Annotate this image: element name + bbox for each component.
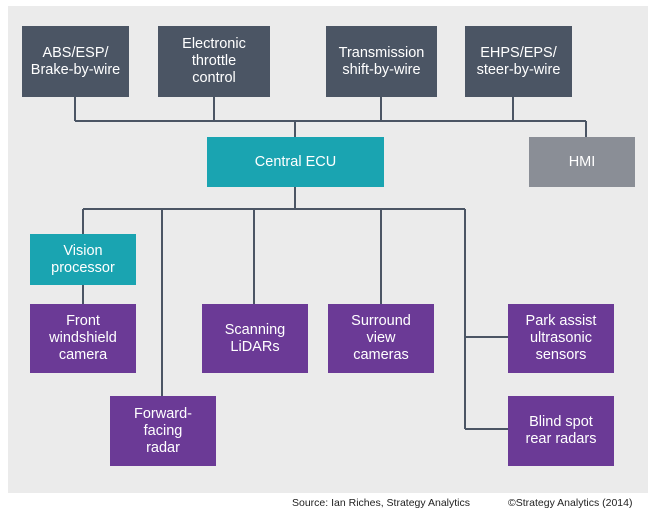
node-forward-radar: Forward- facing radar bbox=[110, 396, 216, 466]
node-transmission: Transmission shift-by-wire bbox=[326, 26, 437, 97]
node-blind-spot: Blind spot rear radars bbox=[508, 396, 614, 466]
copyright-notice: ©Strategy Analytics (2014) bbox=[508, 497, 633, 509]
node-throttle: Electronic throttle control bbox=[158, 26, 270, 97]
node-abs: ABS/ESP/ Brake-by-wire bbox=[22, 26, 129, 97]
node-lidars: Scanning LiDARs bbox=[202, 304, 308, 373]
node-steer: EHPS/EPS/ steer-by-wire bbox=[465, 26, 572, 97]
connector-lines bbox=[74, 97, 587, 430]
node-front-camera: Front windshield camera bbox=[30, 304, 136, 373]
node-park-assist: Park assist ultrasonic sensors bbox=[508, 304, 614, 373]
node-central-ecu: Central ECU bbox=[207, 137, 384, 187]
architecture-diagram: ABS/ESP/ Brake-by-wire Electronic thrott… bbox=[8, 6, 648, 493]
node-hmi: HMI bbox=[529, 137, 635, 187]
source-credit: Source: Ian Riches, Strategy Analytics bbox=[292, 497, 471, 509]
node-surround-cameras: Surround view cameras bbox=[328, 304, 434, 373]
node-vision-processor: Vision processor bbox=[30, 234, 136, 285]
